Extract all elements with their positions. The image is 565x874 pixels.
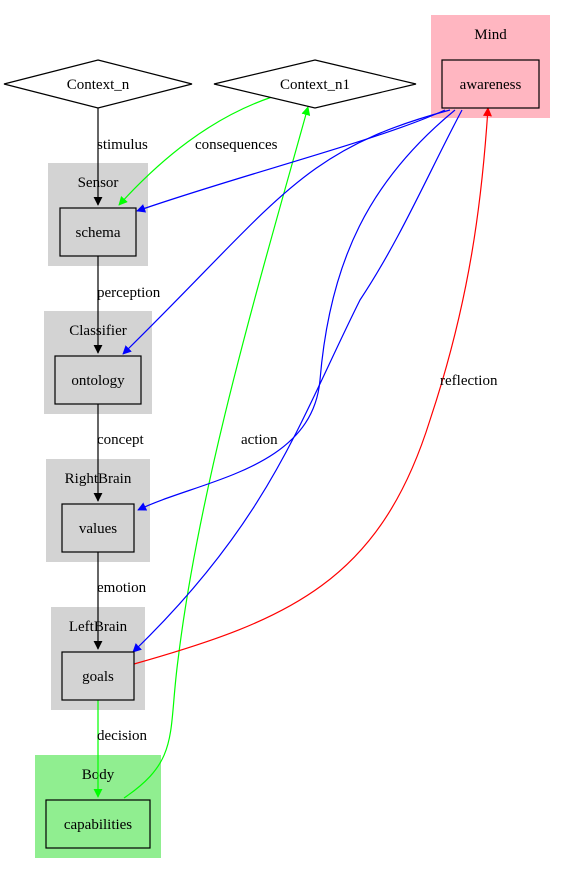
- edge-reflection-line: [133, 107, 492, 665]
- node-goals-label: goals: [82, 669, 114, 685]
- node-context-n1-label: Context_n1: [280, 77, 350, 93]
- node-goals: goals: [61, 651, 135, 701]
- edge-action-to-values: [137, 109, 456, 511]
- node-context-n-diamond: [3, 59, 193, 109]
- node-values: values: [61, 503, 135, 553]
- edge-action: action: [122, 109, 463, 653]
- node-context-n: Context_n: [3, 59, 193, 109]
- node-capabilities-box: [45, 799, 151, 849]
- edge-stimulus-label: stimulus: [97, 137, 148, 153]
- node-ontology-box: [54, 355, 142, 405]
- node-values-box: [61, 503, 135, 553]
- edge-concept: concept: [93, 404, 144, 502]
- node-schema-box: [59, 207, 137, 257]
- node-capabilities-label: capabilities: [64, 817, 132, 833]
- node-schema: schema: [59, 207, 137, 257]
- node-context-n1: Context_n1: [213, 59, 417, 109]
- node-ontology: ontology: [54, 355, 142, 405]
- node-context-n1-diamond: [213, 59, 417, 109]
- cluster-mind-label: Mind: [474, 27, 507, 43]
- edge-capabilities-to-context: [123, 106, 311, 799]
- node-context-n-label: Context_n: [67, 77, 130, 93]
- edge-action-label: action: [241, 432, 278, 448]
- node-goals-box: [61, 651, 135, 701]
- node-schema-label: schema: [76, 225, 121, 241]
- edge-action-to-ontology: [122, 109, 451, 355]
- edge-reflection: reflection: [133, 107, 498, 665]
- edge-emotion: emotion: [93, 552, 147, 650]
- edge-concept-label: concept: [97, 432, 144, 448]
- edge-reflection-label: reflection: [440, 373, 498, 389]
- node-awareness-box: [441, 59, 540, 109]
- edge-consequences-label: consequences: [195, 137, 278, 153]
- edge-action-to-goals: [132, 109, 463, 653]
- node-capabilities: capabilities: [45, 799, 151, 849]
- node-awareness-label: awareness: [460, 77, 522, 93]
- edge-perception: perception: [93, 256, 161, 354]
- node-values-label: values: [79, 521, 117, 537]
- edge-stimulus: stimulus: [93, 108, 148, 206]
- edge-perception-label: perception: [97, 285, 161, 301]
- edge-consequences: consequences: [118, 96, 278, 206]
- edge-decision-label: decision: [97, 728, 147, 744]
- edge-capabilities-to-context-line: [123, 106, 311, 799]
- edge-consequences-line: [118, 96, 273, 206]
- edge-action-to-schema: [136, 109, 446, 213]
- node-awareness: awareness: [441, 59, 540, 109]
- edge-decision: decision: [93, 700, 147, 798]
- node-ontology-label: ontology: [71, 373, 125, 389]
- edge-emotion-label: emotion: [97, 580, 147, 596]
